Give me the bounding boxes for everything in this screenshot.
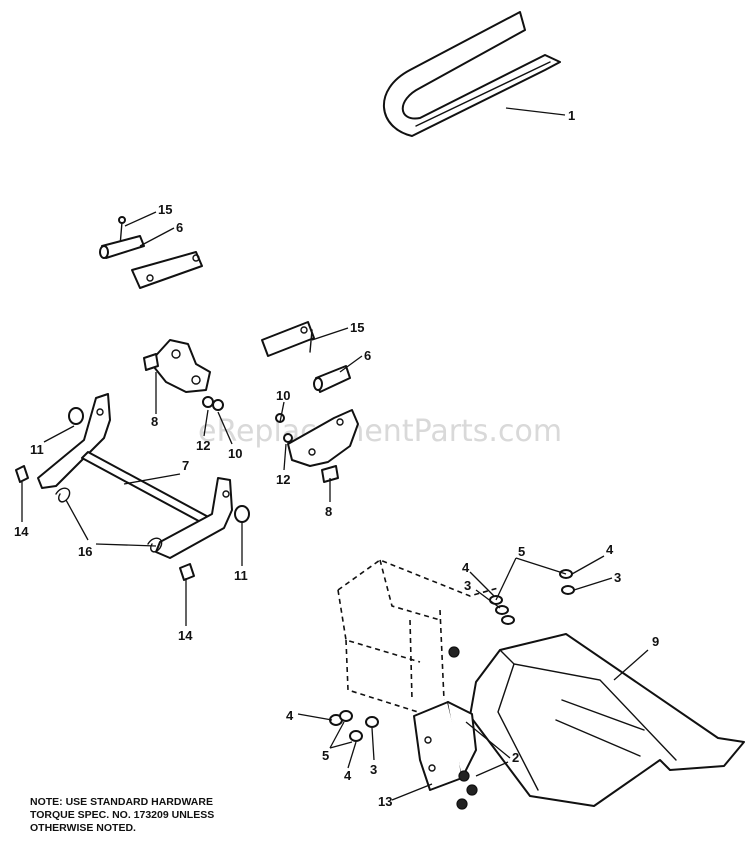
leader-lines — [21, 107, 649, 801]
mount-bracket — [413, 701, 477, 791]
callout-clips: 16 — [78, 544, 92, 559]
callout-springs: 15 — [158, 202, 172, 217]
belt — [382, 11, 561, 137]
watermark-text: eReplacementParts.com — [198, 414, 562, 449]
callout-axle: 7 — [182, 458, 189, 473]
frame-dashed — [337, 559, 499, 713]
callout-spacer-left: 14 — [14, 524, 29, 539]
axle-assembly — [15, 393, 250, 581]
callout-nut-top-left: 4 — [462, 560, 470, 575]
callout-nut-left: 10 — [228, 446, 242, 461]
callout-lw-right: 12 — [276, 472, 290, 487]
hardware-note: NOTE: USE STANDARD HARDWARE TORQUE SPEC.… — [30, 796, 215, 834]
callout-lw-bottom: 3 — [370, 762, 377, 777]
callout-spacer-right: 14 — [178, 628, 193, 643]
callout-pin-top: 6 — [176, 220, 183, 235]
callout-nut-top-right: 4 — [606, 542, 614, 557]
callout-lw-left: 12 — [196, 438, 210, 453]
callout-belt: 1 — [568, 108, 575, 123]
callout-nut-bottom-mid: 4 — [344, 768, 352, 783]
callout-nut-right: 10 — [276, 388, 290, 403]
callout-hw-bottom-group: 5 — [322, 748, 329, 763]
callout-bracket: 13 — [378, 794, 392, 809]
callout-bolt-right: 8 — [325, 504, 332, 519]
bracket-left — [143, 339, 224, 411]
callout-spring-right: 15 — [350, 320, 364, 335]
guard — [469, 633, 745, 807]
callout-pin-right: 6 — [364, 348, 371, 363]
callout-lw-top-right: 3 — [614, 570, 621, 585]
callout-hw-top-group: 5 — [518, 544, 525, 559]
callout-bolt-left: 8 — [151, 414, 158, 429]
clevis-top — [99, 216, 203, 289]
callout-bushing-left: 11 — [30, 442, 44, 457]
callout-nut-bottom-left: 4 — [286, 708, 294, 723]
clevis-right — [261, 321, 351, 393]
bracket-right — [275, 409, 359, 483]
callout-bushing-right: 11 — [234, 568, 248, 583]
hardware-lower — [329, 569, 575, 810]
callout-guard: 9 — [652, 634, 659, 649]
callout-lower-bolts: 2 — [512, 750, 519, 765]
callouts: 1 15 6 15 6 8 12 10 10 12 8 7 11 11 14 1… — [14, 108, 659, 809]
callout-lw-top-left: 3 — [464, 578, 471, 593]
